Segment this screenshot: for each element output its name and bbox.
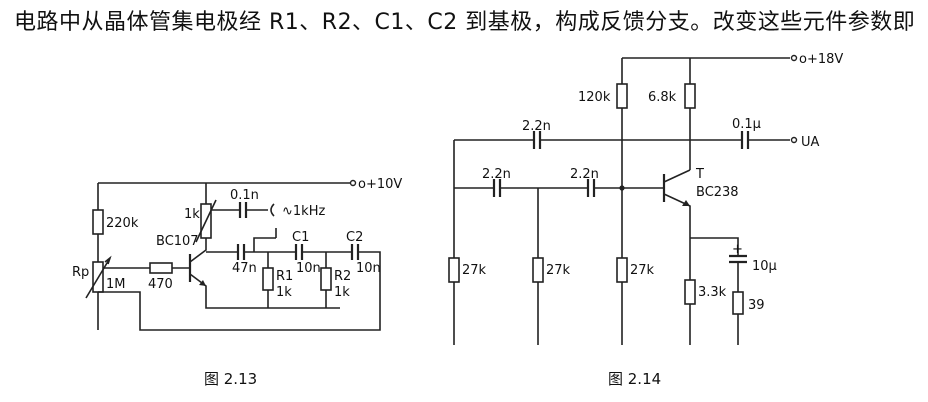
svg-text:+: +	[732, 242, 743, 257]
label-r2-value: 1k	[334, 285, 350, 300]
resistor-120k	[616, 83, 628, 109]
resistor-27k-1	[448, 257, 460, 283]
label-220k: 220k	[106, 216, 139, 231]
resistor-220k	[92, 209, 104, 235]
label-2-2n-mid2: 2.2n	[570, 167, 599, 182]
resistor-r2	[320, 267, 332, 291]
figure-2-13: o+10V 220k Rp 1M 470 BC107 1k 0.1n	[72, 177, 402, 388]
headline-text: 电路中从晶体管集电极经 R1、R2、C1、C2 到基极，构成反馈分支。改变这些元…	[14, 10, 916, 35]
label-27k-1: 27k	[462, 263, 487, 278]
label-47n: 47n	[232, 261, 257, 276]
label-470: 470	[148, 277, 173, 292]
capacitor-c1	[294, 244, 304, 260]
label-r1-value: 1k	[276, 285, 292, 300]
capacitor-c2	[350, 244, 360, 260]
label-1khz: ∿1kHz	[282, 204, 325, 219]
resistor-27k-3	[616, 257, 628, 283]
label-10u: 10μ	[752, 259, 777, 274]
label-0-1n: 0.1n	[230, 188, 259, 203]
capacitor-0-1n	[238, 202, 248, 218]
label-27k-3: 27k	[630, 263, 655, 278]
label-c1: C1	[292, 230, 309, 245]
label-1k-pot: 1k	[184, 207, 200, 222]
label-bc107: BC107	[156, 234, 199, 249]
resistor-39	[732, 291, 744, 315]
label-t: T	[695, 167, 704, 182]
label-0-1u: 0.1μ	[732, 117, 761, 132]
label-bc238: BC238	[696, 185, 739, 200]
resistor-3-3k	[684, 279, 696, 305]
label-39: 39	[748, 298, 765, 313]
resistor-470	[149, 262, 173, 274]
resistor-6-8k	[684, 83, 696, 109]
label-r1: R1	[276, 269, 293, 284]
label-2-2n-top: 2.2n	[522, 119, 551, 134]
label-1M: 1M	[106, 277, 126, 292]
capacitor-47n	[236, 244, 246, 260]
label-3-3k: 3.3k	[698, 285, 727, 300]
label-2-2n-mid1: 2.2n	[482, 167, 511, 182]
fig214-supply-label: o+18V	[799, 52, 843, 67]
label-ua: UA	[801, 135, 820, 150]
label-27k-2: 27k	[546, 263, 571, 278]
label-c2: C2	[346, 230, 363, 245]
label-6-8k: 6.8k	[648, 90, 677, 105]
label-r2: R2	[334, 269, 351, 284]
caption-fig-2-13: 图 2.13	[204, 370, 257, 388]
label-c1-value: 10n	[296, 261, 321, 276]
caption-fig-2-14: 图 2.14	[608, 370, 661, 388]
capacitor-0-1u	[740, 131, 750, 149]
label-120k: 120k	[578, 90, 611, 105]
fig213-supply-label: o+10V	[358, 177, 402, 192]
label-c2-value: 10n	[356, 261, 381, 276]
resistor-r1	[262, 267, 274, 291]
label-rp: Rp	[72, 265, 89, 280]
resistor-27k-2	[532, 257, 544, 283]
figure-2-14: o+18V 120k 6.8k 2.2n 0.1μ UA 27k 2.2n	[448, 52, 843, 388]
